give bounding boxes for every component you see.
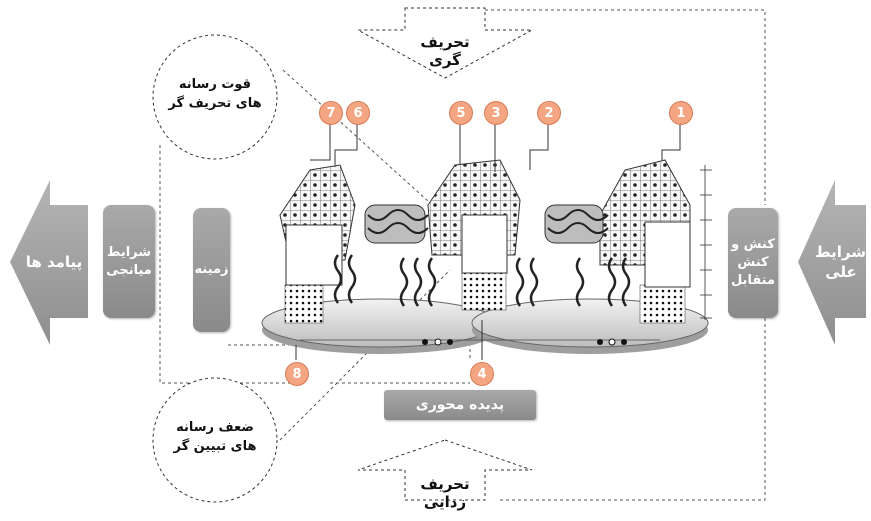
left-arrow-label: پیامد ها — [25, 253, 83, 271]
circle-top-label: قوت رسانه های تحریف گر — [168, 77, 262, 111]
context-label: زمینه — [194, 262, 229, 277]
marker-8: 8 — [285, 362, 309, 386]
marker-7: 7 — [319, 101, 343, 125]
intermediate-conditions-label: شرایط میانجی — [106, 244, 152, 278]
central-illustration — [261, 122, 712, 360]
marker-1: 1 — [669, 101, 693, 125]
left-arrow — [10, 180, 88, 345]
bottom-arrow-label: تحریف زدایی — [420, 475, 470, 511]
core-phenomenon-box: پدیده محوری — [384, 390, 536, 420]
marker-4: 4 — [470, 362, 494, 386]
interaction-label: کنش و کنش متقابل — [730, 237, 776, 288]
interaction-box: کنش و کنش متقابل — [728, 208, 778, 318]
circle-bottom-label: ضعف رسانه های تبیین گر — [173, 420, 257, 454]
marker-3: 3 — [484, 101, 508, 125]
marker-5: 5 — [449, 101, 473, 125]
bottom-arrow — [357, 439, 533, 501]
circle-top — [152, 34, 278, 160]
core-phenomenon-label: پدیده محوری — [415, 397, 505, 413]
top-arrow-label: تحریف گری — [420, 33, 470, 69]
intermediate-conditions-box: شرایط میانجی — [103, 205, 155, 318]
top-arrow — [357, 7, 533, 79]
right-arrow-label: شرایط علی — [815, 243, 866, 281]
circle-bottom — [152, 377, 278, 503]
right-arrow — [798, 180, 866, 345]
context-box: زمینه — [193, 208, 230, 332]
marker-2: 2 — [537, 101, 561, 125]
marker-6: 6 — [346, 101, 370, 125]
